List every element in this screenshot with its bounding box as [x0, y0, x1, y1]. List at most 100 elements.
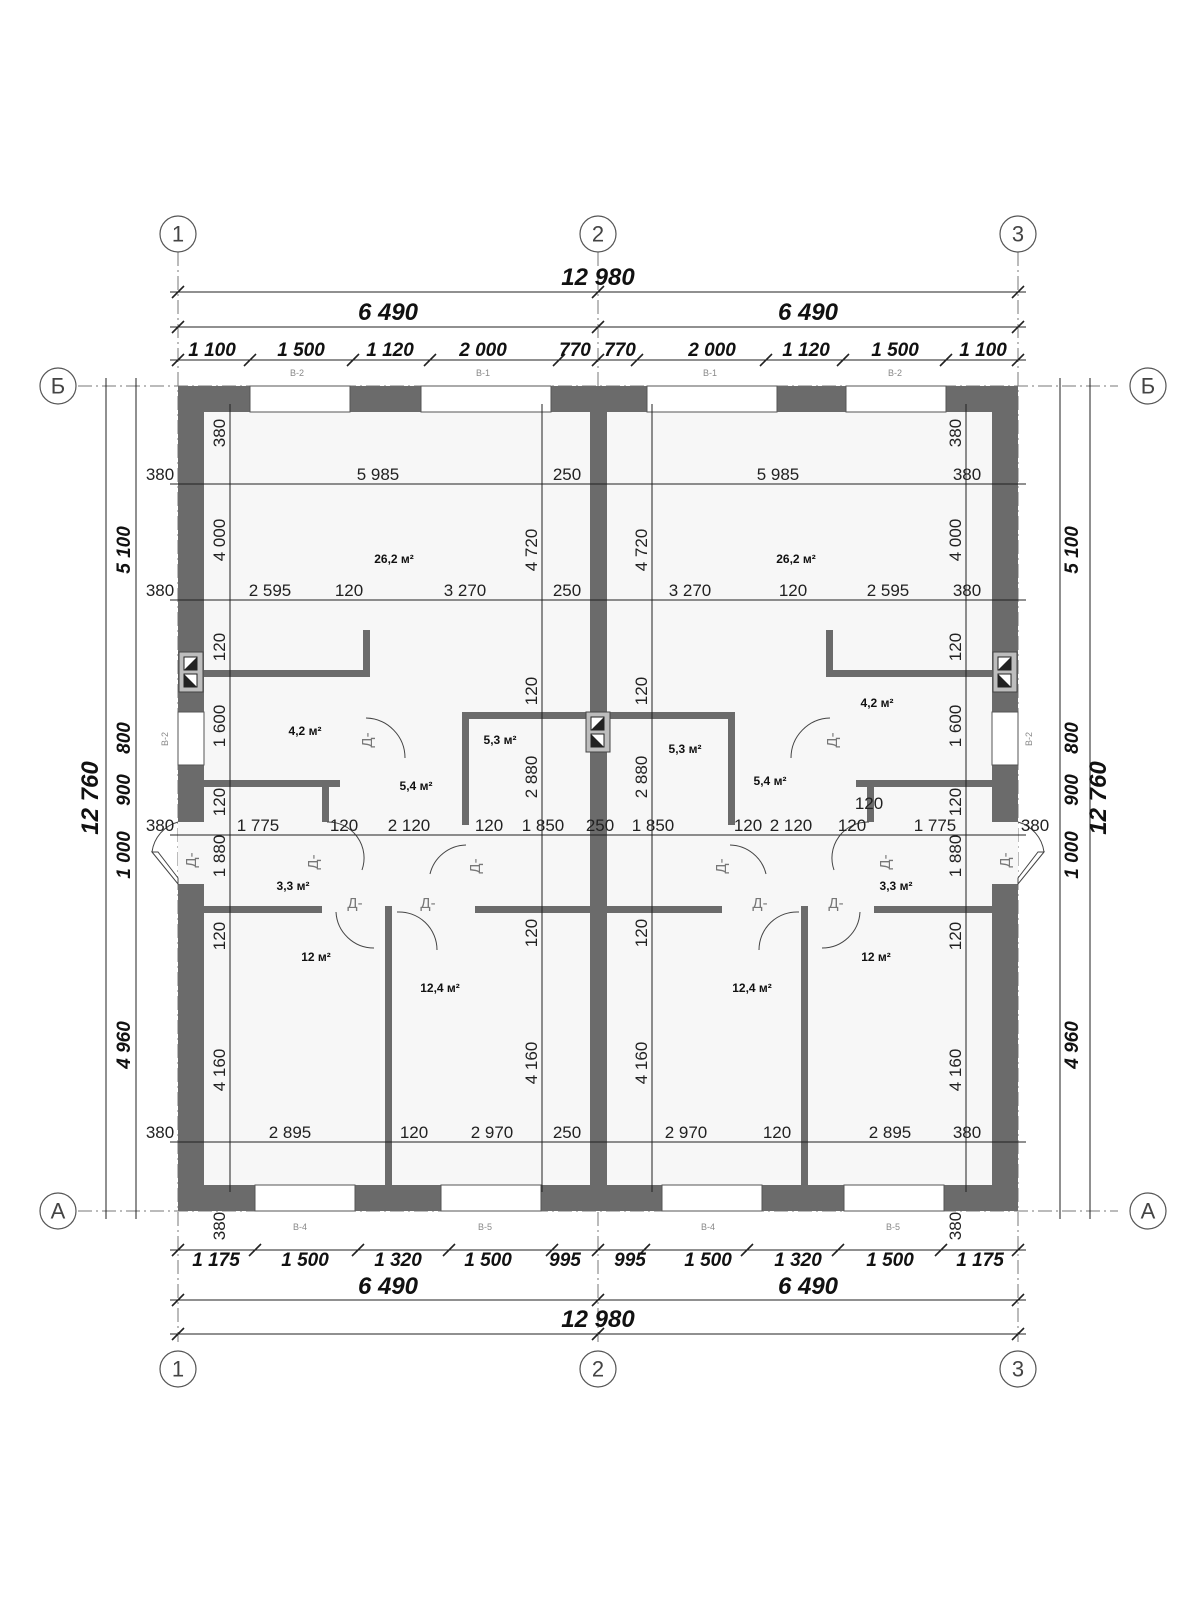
dim-top-seg-8: 1 120: [782, 340, 830, 361]
axis-col-1-top: 1: [172, 222, 184, 247]
dim-row2-4: 3 270: [444, 581, 487, 600]
dim-top-seg-9: 1 500: [871, 340, 919, 361]
axis-row-a-left: А: [51, 1199, 66, 1224]
dim-top-seg-1: 1 100: [188, 340, 236, 361]
dim-vlo-7: 120: [210, 922, 229, 950]
dim-row1-4: 5 985: [757, 465, 800, 484]
axis-bubbles: 1 2 3 1 2 3 Б Б А А: [39, 215, 1167, 1388]
dim-bottom-seg-10: 1 175: [956, 1250, 1004, 1271]
axis-row-b-left: Б: [51, 374, 65, 399]
dim-top-seg-2: 1 500: [277, 340, 325, 361]
mark-door-9: Д-: [713, 858, 730, 873]
dim-vlo-2: 4 000: [210, 519, 229, 562]
dim-row2-2: 2 595: [249, 581, 292, 600]
dim-row2-3: 120: [335, 581, 363, 600]
interior-dimensions-horizontal: 380 5 985 250 5 985 380 380 2 595 120 3 …: [146, 465, 1049, 1142]
dim-vcl-3: 2 880: [522, 756, 541, 799]
mark-door-5: Д-: [420, 895, 435, 912]
dim-vcl-1: 4 720: [522, 529, 541, 572]
mark-window-bottom-3: В-4: [701, 1222, 715, 1232]
dim-row3-9: 120: [734, 816, 762, 835]
dim-vro-3: 120: [946, 633, 965, 661]
dim-row2-7: 120: [779, 581, 807, 600]
mark-door-11: Д-: [828, 895, 843, 912]
axis-col-2-bottom: 2: [592, 1357, 604, 1382]
dim-vcl-5: 4 160: [522, 1042, 541, 1085]
area-bath-right: 5,3 м²: [669, 742, 702, 756]
axis-col-3-top: 3: [1012, 222, 1024, 247]
dim-bottom-seg-3: 1 320: [374, 1250, 422, 1271]
dim-row2-8: 2 595: [867, 581, 910, 600]
dim-vro-4: 1 600: [946, 705, 965, 748]
mark-door-6: Д-: [183, 852, 200, 867]
mark-door-2: Д-: [305, 854, 322, 869]
dim-row4-4: 2 970: [471, 1123, 514, 1142]
axis-col-1-bottom: 1: [172, 1357, 184, 1382]
dim-top-seg-4: 2 000: [458, 340, 507, 361]
mark-door-12: Д-: [997, 852, 1014, 867]
dim-row4-9: 380: [953, 1123, 981, 1142]
dim-row2-1: 380: [146, 581, 174, 600]
area-hall-left: 5,4 м²: [400, 779, 433, 793]
dim-row1-2: 5 985: [357, 465, 400, 484]
dim-bottom-half-right: 6 490: [778, 1273, 839, 1300]
mark-window-top-4: В-2: [888, 368, 902, 378]
mark-door-8: Д-: [877, 854, 894, 869]
mark-window-side-right: В-2: [1024, 732, 1034, 746]
dim-vcr-1: 4 720: [632, 529, 651, 572]
area-hall-right: 5,4 м²: [754, 774, 787, 788]
axis-col-2-top: 2: [592, 222, 604, 247]
dim-row3-extra: 120: [855, 794, 883, 813]
mark-window-side-left: В-2: [160, 732, 170, 746]
mark-window-bottom-2: В-5: [478, 1222, 492, 1232]
dim-vlo-9: 380: [210, 1212, 229, 1240]
dim-right-total: 12 760: [1085, 761, 1112, 835]
dim-right-part-bottom: 4 960: [1062, 1021, 1083, 1070]
dim-row4-1: 380: [146, 1123, 174, 1142]
dim-row1-5: 380: [953, 465, 981, 484]
dim-right-part-top: 5 100: [1062, 526, 1083, 574]
mark-window-bottom-1: В-4: [293, 1222, 307, 1232]
dim-top-total: 12 980: [561, 264, 635, 291]
dim-vro-7: 120: [946, 922, 965, 950]
dim-bottom-seg-9: 1 500: [866, 1250, 914, 1271]
mark-door-7: Д-: [824, 732, 841, 747]
mark-door-10: Д-: [752, 895, 767, 912]
element-marks: В-2 В-1 В-1 В-2 В-4 В-5 В-4 В-5 В-2 В-2 …: [160, 368, 1034, 1232]
dim-vcr-4: 120: [632, 919, 651, 947]
dim-top-seg-5: 770: [559, 340, 591, 361]
dim-row4-3: 120: [400, 1123, 428, 1142]
dim-left-small-1000: 1 000: [114, 831, 135, 879]
dim-vlo-4: 1 600: [210, 705, 229, 748]
dim-row4-8: 2 895: [869, 1123, 912, 1142]
segment-dimensions: 1 100 1 500 1 120 2 000 770 770 2 000 1 …: [188, 340, 1007, 1271]
area-bedroom-large-right: 12,4 м²: [732, 981, 772, 995]
dim-row2-5: 250: [553, 581, 581, 600]
axis-col-3-bottom: 3: [1012, 1357, 1024, 1382]
area-bedroom-small-left: 12 м²: [301, 950, 331, 964]
dim-vro-8: 4 160: [946, 1049, 965, 1092]
dim-right-small-900: 900: [1062, 774, 1083, 806]
area-storage-right: 4,2 м²: [861, 696, 894, 710]
dim-top-half-left: 6 490: [358, 299, 419, 326]
dim-vlo-6: 1 880: [210, 835, 229, 878]
dim-row4-6: 2 970: [665, 1123, 708, 1142]
axis-row-b-right: Б: [1141, 374, 1155, 399]
dim-top-half-right: 6 490: [778, 299, 839, 326]
dim-bottom-seg-8: 1 320: [774, 1250, 822, 1271]
dim-row2-9: 380: [953, 581, 981, 600]
area-bedroom-small-right: 12 м²: [861, 950, 891, 964]
dim-left-part-bottom: 4 960: [114, 1021, 135, 1070]
area-entry-left: 3,3 м²: [277, 879, 310, 893]
dim-vcr-2: 120: [632, 677, 651, 705]
mark-window-top-2: В-1: [476, 368, 490, 378]
dim-bottom-seg-7: 1 500: [684, 1250, 732, 1271]
dim-right-small-800: 800: [1062, 722, 1083, 754]
windows: [177, 385, 1019, 1212]
dim-row4-2: 2 895: [269, 1123, 312, 1142]
dim-bottom-seg-4: 1 500: [464, 1250, 512, 1271]
dim-row3-8: 1 850: [632, 816, 675, 835]
dim-right-small-1000: 1 000: [1062, 831, 1083, 879]
dim-vlo-3: 120: [210, 633, 229, 661]
dim-top-seg-10: 1 100: [959, 340, 1007, 361]
